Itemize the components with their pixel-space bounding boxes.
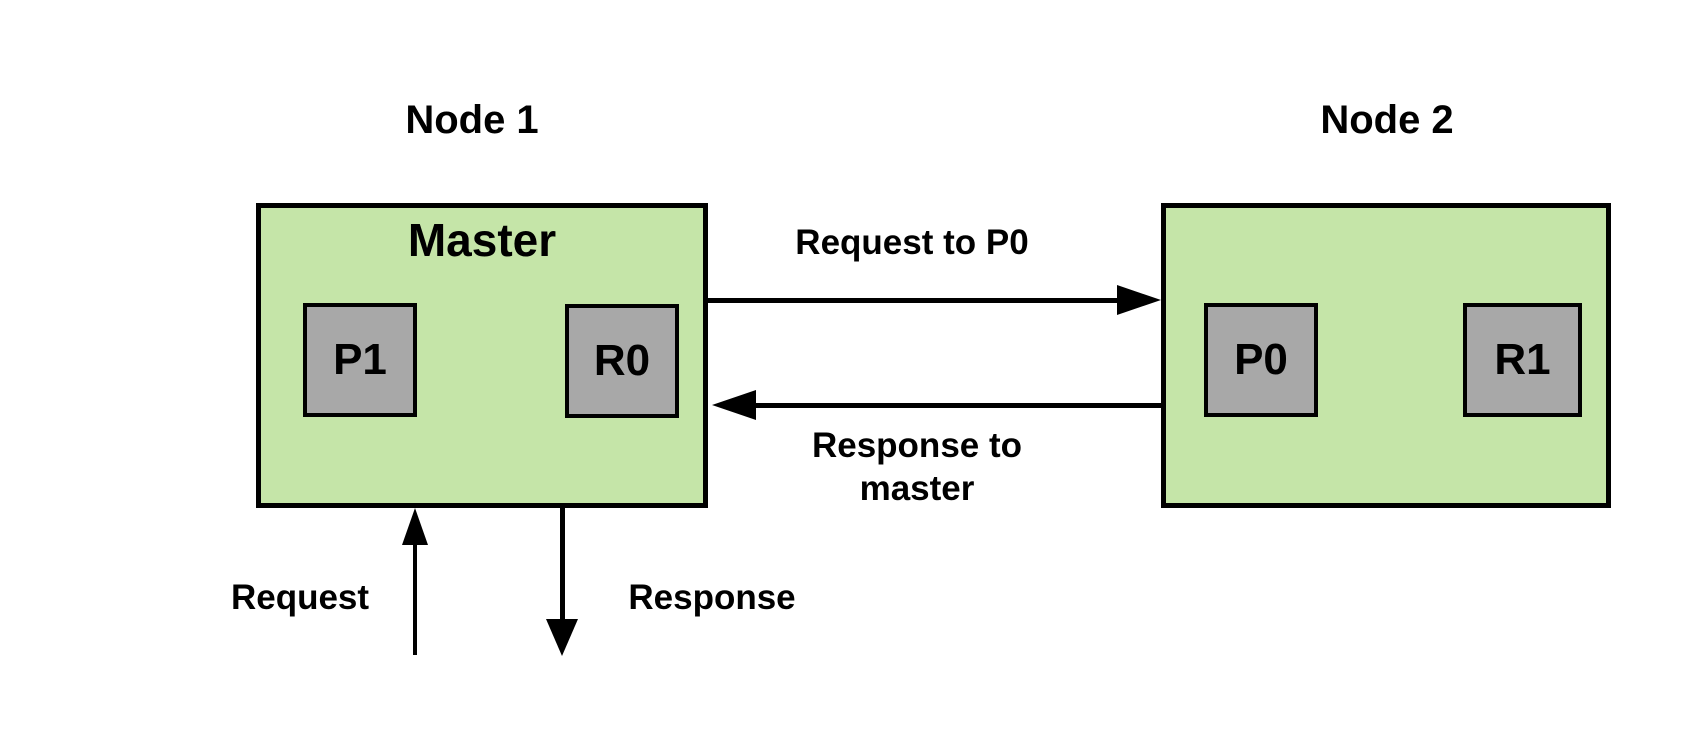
response-to-master-label: Response to master	[811, 426, 1023, 508]
node1-title: Node 1	[405, 98, 539, 142]
node2-port-p0-label: P0	[1234, 335, 1288, 384]
node1-port-r0-label: R0	[593, 336, 651, 385]
response-label: Response	[628, 578, 796, 617]
node2-port-r1-label: R1	[1494, 335, 1551, 384]
node1-port-p1-label: P1	[333, 335, 387, 384]
node1-box: Master P1 R0	[256, 203, 708, 508]
request-label: Request	[230, 578, 370, 617]
request-arrow-line	[413, 540, 417, 655]
request-arrowhead-icon	[402, 508, 428, 545]
response-arrowhead-icon	[546, 619, 578, 656]
node1-port-r0: R0	[565, 304, 679, 418]
node2-title: Node 2	[1320, 98, 1454, 142]
node2-port-r1: R1	[1463, 303, 1582, 417]
response-arrow-line	[560, 505, 565, 622]
request-to-p0-label: Request to P0	[795, 223, 1029, 262]
node2-box: P0 R1	[1161, 203, 1611, 508]
response-to-master-arrowhead-icon	[712, 390, 756, 420]
request-to-p0-arrowhead-icon	[1117, 285, 1161, 315]
node1-port-p1: P1	[303, 303, 417, 417]
node1-heading: Master	[407, 214, 557, 266]
node2-port-p0: P0	[1204, 303, 1318, 417]
response-to-master-arrow-line	[753, 403, 1161, 408]
request-to-p0-arrow-line	[708, 298, 1120, 303]
